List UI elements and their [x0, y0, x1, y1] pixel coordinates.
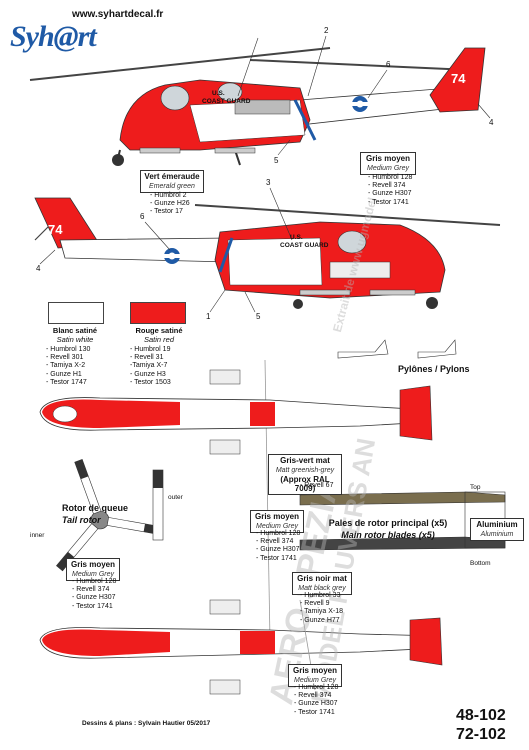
marker-4-bottom: 4: [36, 264, 41, 273]
marker-4-top: 4: [489, 118, 494, 127]
main-rotor-blades-title: Pales de rotor principal (x5) Main rotor…: [328, 518, 448, 540]
white-label: Blanc satiné Satin white: [52, 326, 98, 344]
pylons-label: Pylônes / Pylons: [398, 364, 470, 374]
bottom-view: [39, 599, 443, 695]
marker-3-bottom: 3: [266, 178, 271, 187]
coast-guard-text-top: COAST GUARD: [202, 98, 251, 105]
blade-top-label: Top: [470, 484, 481, 491]
marker-1-bottom: 1: [206, 312, 211, 321]
pylons-drawing: [337, 339, 457, 359]
coast-guard-text-bottom: COAST GUARD: [280, 242, 329, 249]
brand-logo: Syh@rt: [10, 20, 97, 53]
black-grey-paints: - Humbrol 33 - Revell 9 - Tamiya X-18 - …: [300, 592, 344, 624]
grey-bottom-paints: - Humbrol 128 - Revell 374 - Gunze H307 …: [294, 684, 339, 716]
red-paints: - Humbrol 19 - Revell 31 -Tamiya X-7 - G…: [130, 346, 171, 386]
emerald-fr: Vert émeraude: [144, 172, 200, 181]
red-label: Rouge satiné Satin red: [135, 326, 183, 344]
tail-code-top: 74: [451, 71, 466, 86]
drawing-credit: Dessins & plans : Sylvain Hautier 05/201…: [82, 720, 211, 727]
callout-medium-grey-rotor: Gris moyen Medium Grey: [66, 558, 120, 581]
bottom-side-profile: [34, 187, 501, 313]
marker-5-bottom: 5: [256, 312, 261, 321]
us-text-top: U.S.: [212, 90, 225, 97]
blade-bottom-label: Bottom: [470, 560, 491, 567]
grey-top-paints: - Humbrol 128 - Revell 374 - Gunze H307 …: [368, 174, 413, 206]
marker-5-top: 5: [274, 156, 279, 165]
code-72: 72-102: [456, 726, 506, 743]
code-48: 48-102: [456, 707, 506, 724]
callout-greenish-grey: Gris-vert mat Matt greenish-grey (Approx…: [268, 454, 342, 495]
tail-code-bottom: 74: [48, 222, 63, 237]
swatch-satin-white: [48, 302, 104, 324]
marker-2-top: 2: [324, 26, 329, 35]
greenish-paints: - Revell 67: [300, 482, 334, 489]
callout-medium-grey-top: Gris moyen Medium Grey: [360, 152, 416, 175]
marker-6-top: 6: [386, 60, 391, 69]
callout-emerald-green: Vert émeraude Emerald green: [140, 170, 204, 193]
emerald-en: Emerald green: [149, 183, 195, 190]
marker-6-bottom: 6: [140, 212, 145, 221]
grey-mid-paints: - Humbrol 128 - Revell 374 - Gunze H307 …: [256, 530, 301, 562]
top-view: [39, 359, 433, 641]
callout-medium-grey-bottom: Gris moyen Medium Grey: [288, 664, 342, 687]
white-paints: - Humbrol 130 - Revell 301 - Tamiya X-2 …: [46, 346, 91, 386]
site-url: www.syhartdecal.fr: [72, 9, 164, 20]
emerald-paints: - Humbrol 2 - Gunze H26 - Testor 17: [150, 192, 190, 216]
swatch-satin-red: [130, 302, 186, 324]
us-text-bottom: U.S.: [290, 234, 303, 241]
inner-label: inner: [30, 532, 45, 539]
callout-medium-grey-mid: Gris moyen Medium Grey: [250, 510, 304, 533]
grey-rotor-paints: - Humbrol 128 - Revell 374 - Gunze H307 …: [72, 578, 117, 610]
callout-matt-black-grey: Gris noir mat Matt black grey: [292, 572, 352, 595]
top-side-profile: [29, 35, 491, 166]
main-rotor-blade: [299, 491, 506, 551]
tail-rotor-title: Rotor de queue Tail rotor: [62, 503, 129, 525]
callout-aluminium: Aluminium Aluminium: [470, 518, 524, 541]
outer-label: outer: [168, 494, 183, 501]
